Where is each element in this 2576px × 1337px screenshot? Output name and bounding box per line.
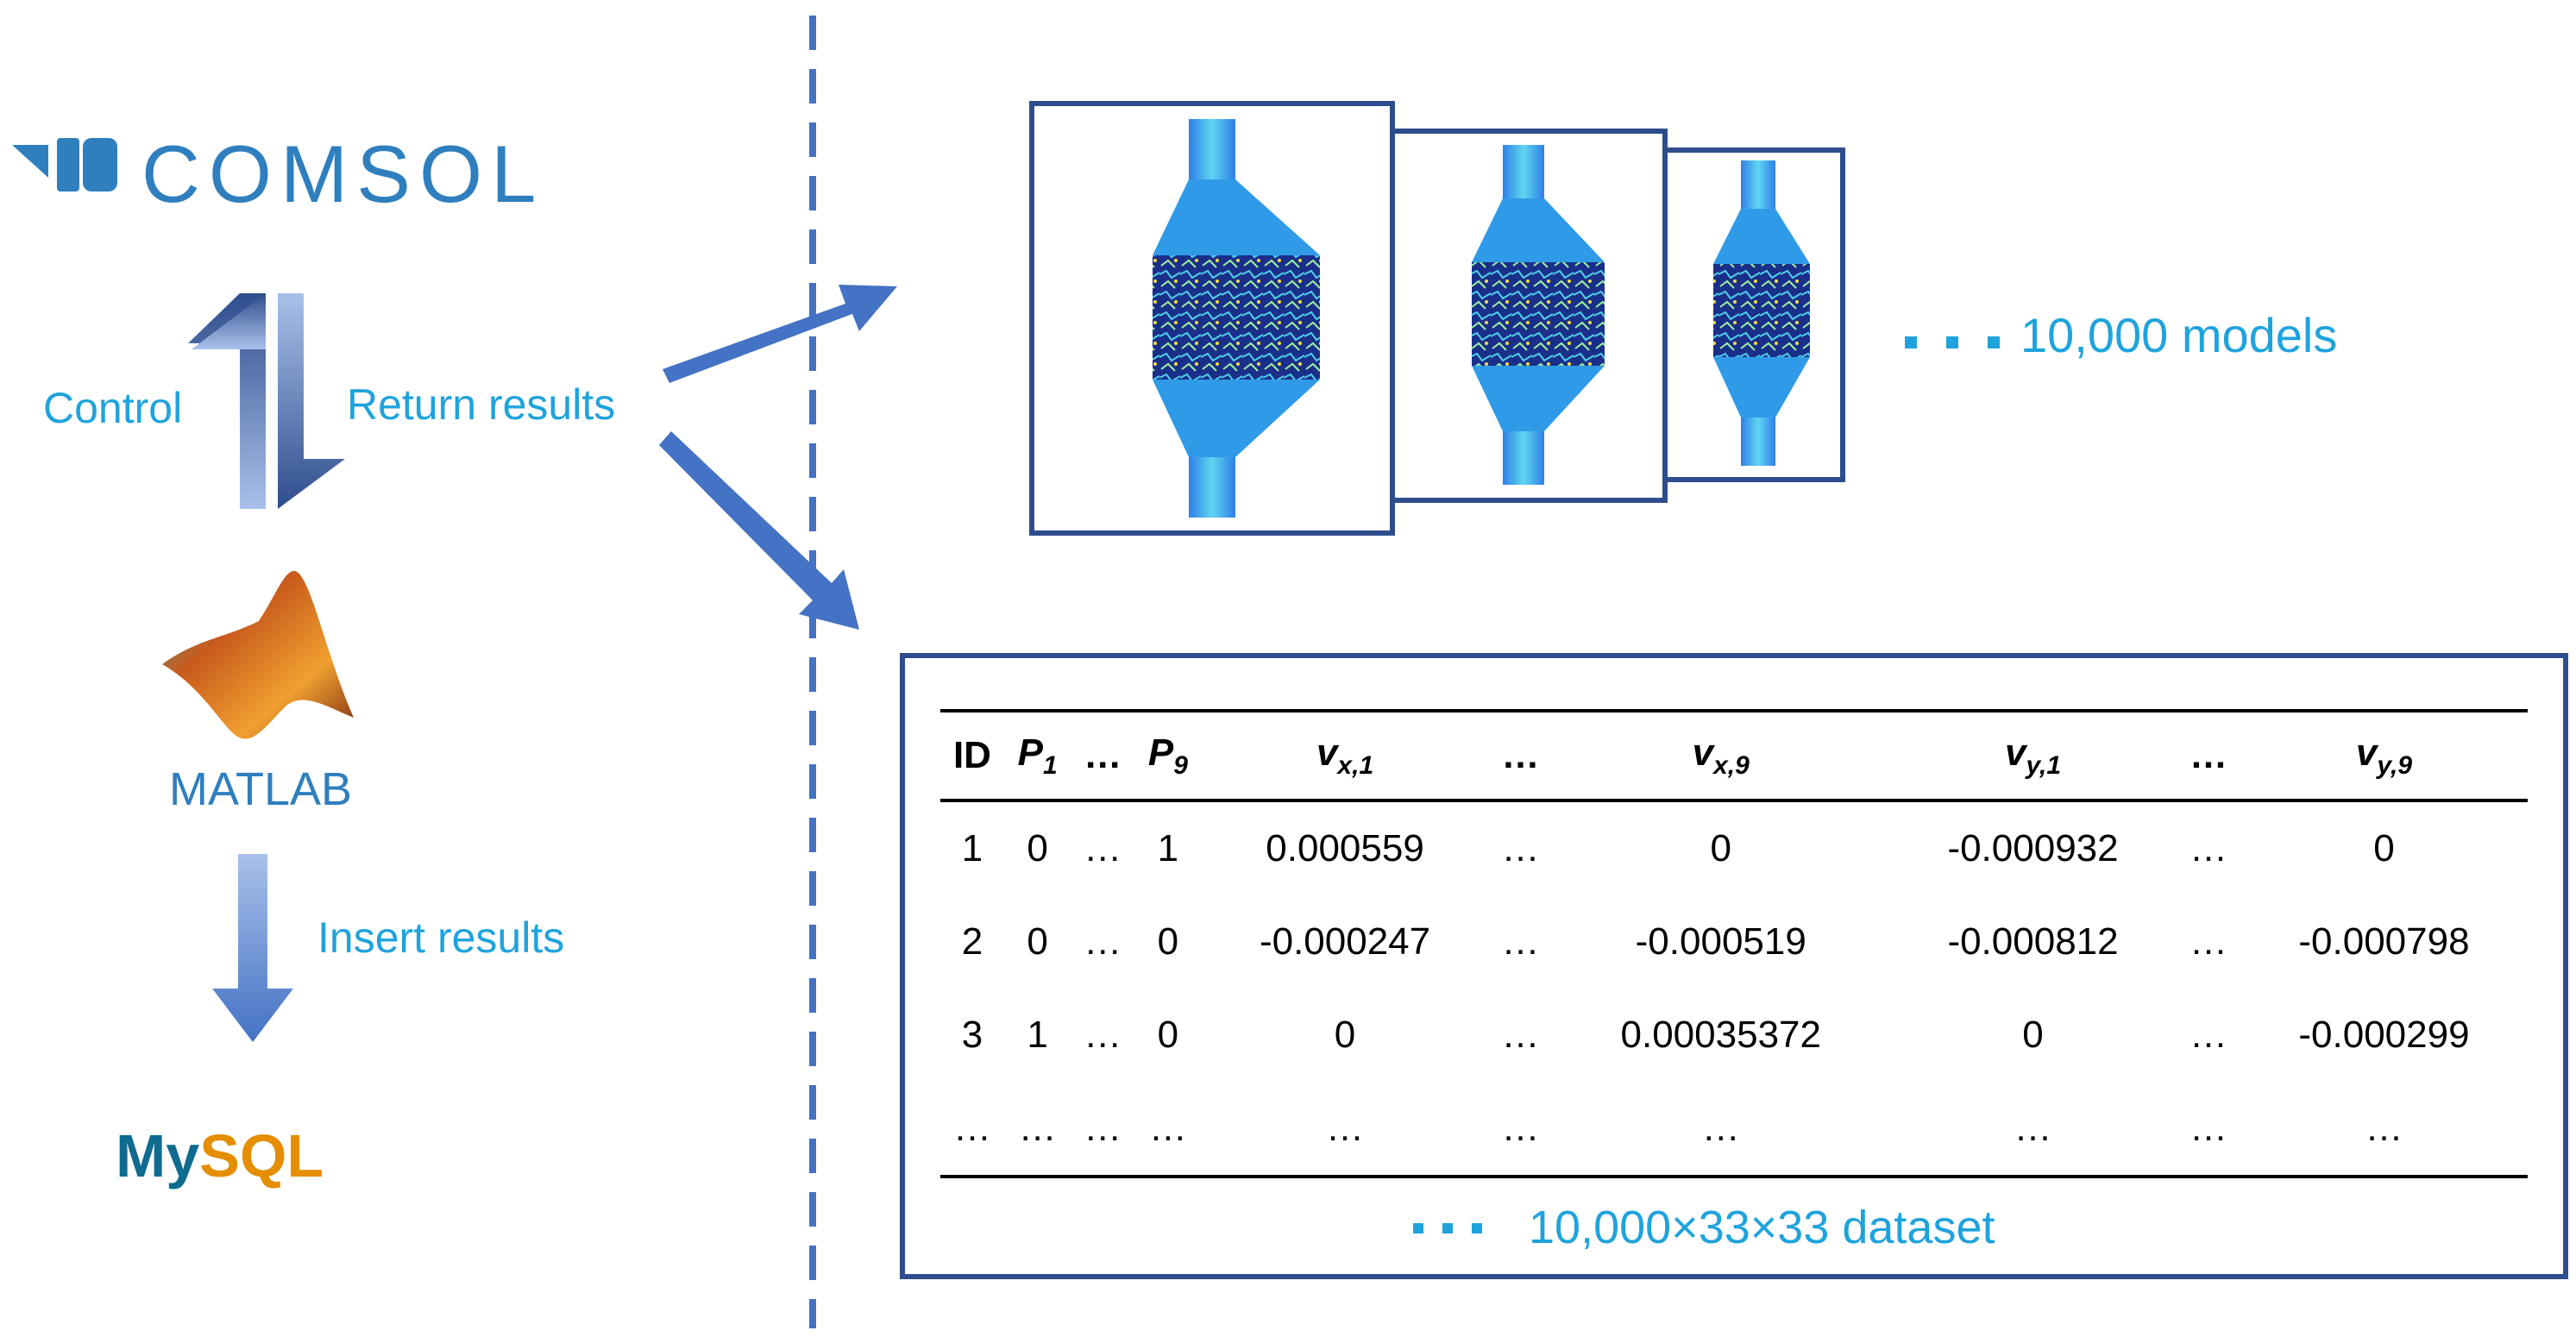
header-base-text: v [2004,731,2026,774]
matlab-logo-icon [162,570,354,739]
table-body: 1 0 … 1 0.000559 … 0 -0.000932 … 0 2 0 … 0 -0.000247 … -… [940,800,2528,1177]
table-header-cell: vx,9 [1552,711,1889,800]
table-cell: … [1501,920,1540,963]
model-frame-1 [1029,101,1395,536]
header-base-text: v [1316,731,1338,774]
header-subscript-text: x,1 [1337,750,1374,780]
table-cell: 1 [961,827,983,869]
table-cell: 0 [1157,1014,1179,1056]
table-cell: … [2014,1107,2052,1149]
mysql-logo: MySQL [116,1121,324,1190]
table-cell: 0 [2373,827,2395,869]
header-subscript-text: 1 [1042,750,1058,780]
table-cell: 1 [1157,827,1179,869]
header-base-text: … [1084,734,1122,776]
header-base-text: v [2355,731,2378,774]
header-base-text: … [1501,734,1540,776]
control-up-arrow-head [192,293,266,349]
arrow-to-dataset [659,431,859,630]
header-base-text: P [1017,731,1043,774]
table-row: 1 0 … 1 0.000559 … 0 -0.000932 … 0 [940,800,2528,895]
header-base-text: v [1692,731,1714,774]
header-subscript-text: y,9 [2377,750,2412,780]
table-cell: -0.000247 [1259,920,1431,963]
return-results-label: Return results [347,380,616,429]
table-header-cell: vx,1 [1202,711,1489,800]
dataset-size-label: 10,000×33×33 dataset [1529,1202,1995,1253]
table-cell: … [2189,920,2227,963]
table-cell: … [1084,1014,1122,1056]
table-cell: 0 [1027,920,1048,963]
table-cell: … [2365,1107,2403,1149]
table-cell: 0 [2022,1014,2044,1056]
table-cell: … [1701,1107,1740,1149]
table-cell: 0 [1334,1014,1356,1056]
table-cell: 0.000559 [1266,827,1424,869]
table-cell: … [1326,1107,1365,1149]
matlab-label: MATLAB [169,763,353,815]
header-subscript-text: x,9 [1713,750,1750,780]
header-base-text: … [2189,734,2227,776]
header-subscript-text: 9 [1173,750,1188,780]
table-cell: … [1084,827,1122,869]
insert-down-arrow [212,854,293,1042]
model-frame-2 [1390,129,1668,503]
return-down-arrow [278,293,345,509]
table-cell: 1 [1027,1014,1048,1056]
comsol-logo-text: COMSOL [141,129,545,219]
table-cell: 0 [1157,920,1179,963]
table-cell: -0.000798 [2298,920,2470,963]
mysql-sql-text: SQL [199,1122,324,1189]
table-cell: -0.000932 [1947,827,2119,869]
model-frame-3 [1662,148,1845,482]
models-ellipsis-icon [1905,336,2000,348]
table-header-cell: … [1071,711,1134,800]
table-cell: -0.000812 [1947,920,2119,963]
table-cell: … [1084,920,1122,963]
table-header-cell: vy,9 [2240,711,2528,800]
table-header-cell: … [1489,711,1553,800]
table-cell: … [952,1107,991,1149]
table-cell: 3 [961,1014,983,1056]
table-cell: -0.000299 [2298,1014,2470,1056]
table-header-cell: P1 [1004,711,1071,800]
table-header-cell: P9 [1134,711,1201,800]
dataset-frame [900,653,2568,1279]
table-cell: … [1501,1014,1540,1056]
header-subscript-text: y,1 [2026,750,2062,780]
table-cell: 0 [1710,827,1731,869]
table-cell: … [1501,827,1540,869]
table-row: 2 0 … 0 -0.000247 … -0.000519 -0.000812 … -0.0007… [940,895,2528,989]
table-cell: -0.000519 [1635,920,1806,963]
table-cell: … [1018,1107,1057,1149]
table-row: … … … … … … … … … … [940,1082,2528,1177]
table-cell: … [2189,827,2227,869]
header-base-text: ID [952,734,991,776]
insert-results-label: Insert results [317,913,565,962]
table-header-cell: … [2177,711,2240,800]
mysql-my-text: My [116,1122,200,1189]
table-row: 3 1 … 0 0 … 0.00035372 0 … -0.000299 [940,989,2528,1082]
table-header-cell: vy,1 [1889,711,2177,800]
table-cell: … [1084,1107,1122,1149]
models-count-label: 10,000 models [2020,308,2338,362]
table-header-cell: ID [940,711,1004,800]
arrow-to-models [663,285,897,383]
header-base-text: P [1147,731,1174,774]
table-cell: … [1148,1107,1187,1149]
dataset-ellipsis-icon [1413,1223,1482,1233]
comsol-logo-icon [12,138,117,191]
table-cell: … [2189,1014,2227,1056]
table-cell: 2 [961,920,983,963]
table-cell: … [1501,1107,1540,1149]
table-cell: 0 [1027,827,1048,869]
table-cell: 0.00035372 [1620,1014,1821,1056]
table-cell: … [2189,1107,2227,1149]
control-label: Control [43,384,183,432]
